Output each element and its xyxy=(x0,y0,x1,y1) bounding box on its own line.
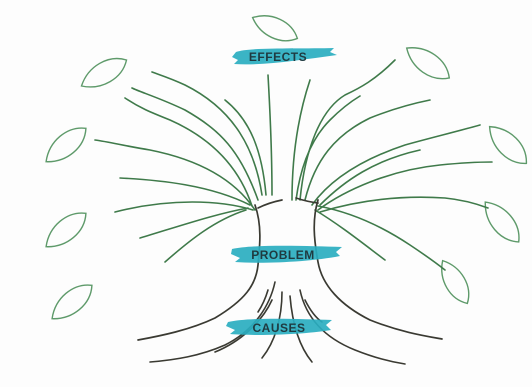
branch-12 xyxy=(305,100,430,200)
branch-15 xyxy=(320,197,488,212)
causes-label-text: CAUSES xyxy=(252,321,305,335)
trunk-group xyxy=(138,198,442,340)
branch-5 xyxy=(140,208,248,238)
leaf-outline xyxy=(477,195,527,248)
branch-2 xyxy=(95,140,255,210)
branch-10 xyxy=(132,88,258,200)
trunk-line-3 xyxy=(258,200,282,208)
branch-11 xyxy=(300,60,395,200)
leaf-outline xyxy=(39,205,92,255)
branch-16 xyxy=(318,206,445,270)
leaf-7 xyxy=(477,195,527,248)
causes-label: CAUSES xyxy=(226,319,332,335)
branch-9 xyxy=(268,75,272,195)
leaf-9 xyxy=(434,256,476,309)
trunk-line-1 xyxy=(138,205,260,340)
branch-7 xyxy=(152,72,262,195)
effects-label: EFFECTS xyxy=(232,48,337,64)
branch-14 xyxy=(318,162,492,210)
leaf-outline xyxy=(76,51,132,95)
problem-label: PROBLEM xyxy=(231,246,342,263)
leaf-outline xyxy=(401,39,456,86)
leaf-outline xyxy=(39,120,92,170)
leaf-outline xyxy=(45,277,98,327)
branches-group xyxy=(95,60,492,270)
leaf-5 xyxy=(482,119,532,171)
leaf-outline xyxy=(248,9,301,48)
branch-4 xyxy=(115,202,253,212)
effects-label-text: EFFECTS xyxy=(249,50,307,64)
branch-3 xyxy=(120,178,250,205)
leaf-8 xyxy=(45,277,98,327)
problem-label-text: PROBLEM xyxy=(251,248,315,262)
leaf-4 xyxy=(39,120,92,170)
branch-1 xyxy=(125,98,252,206)
leaf-outline xyxy=(434,256,476,309)
leaf-6 xyxy=(39,205,92,255)
leaf-3 xyxy=(401,39,456,86)
trunk-line-2 xyxy=(314,200,442,339)
leaf-outline xyxy=(482,119,532,171)
leaf-2 xyxy=(248,9,301,48)
leaf-1 xyxy=(76,51,132,95)
branch-18 xyxy=(292,80,310,200)
branch-13 xyxy=(312,125,480,205)
